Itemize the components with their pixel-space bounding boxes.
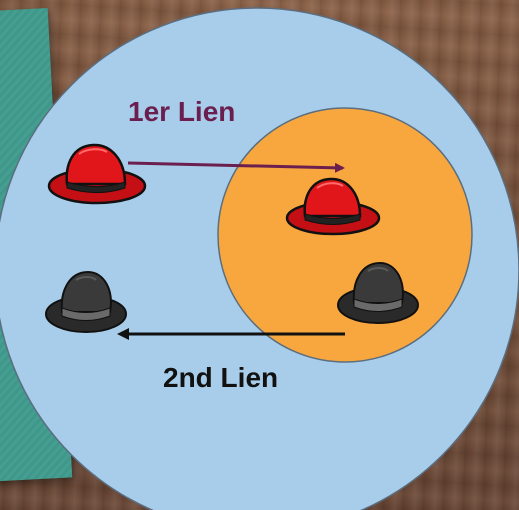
inner-circle	[218, 108, 472, 362]
second-link-label: 2nd Lien	[163, 362, 278, 394]
first-link-label: 1er Lien	[128, 96, 235, 128]
